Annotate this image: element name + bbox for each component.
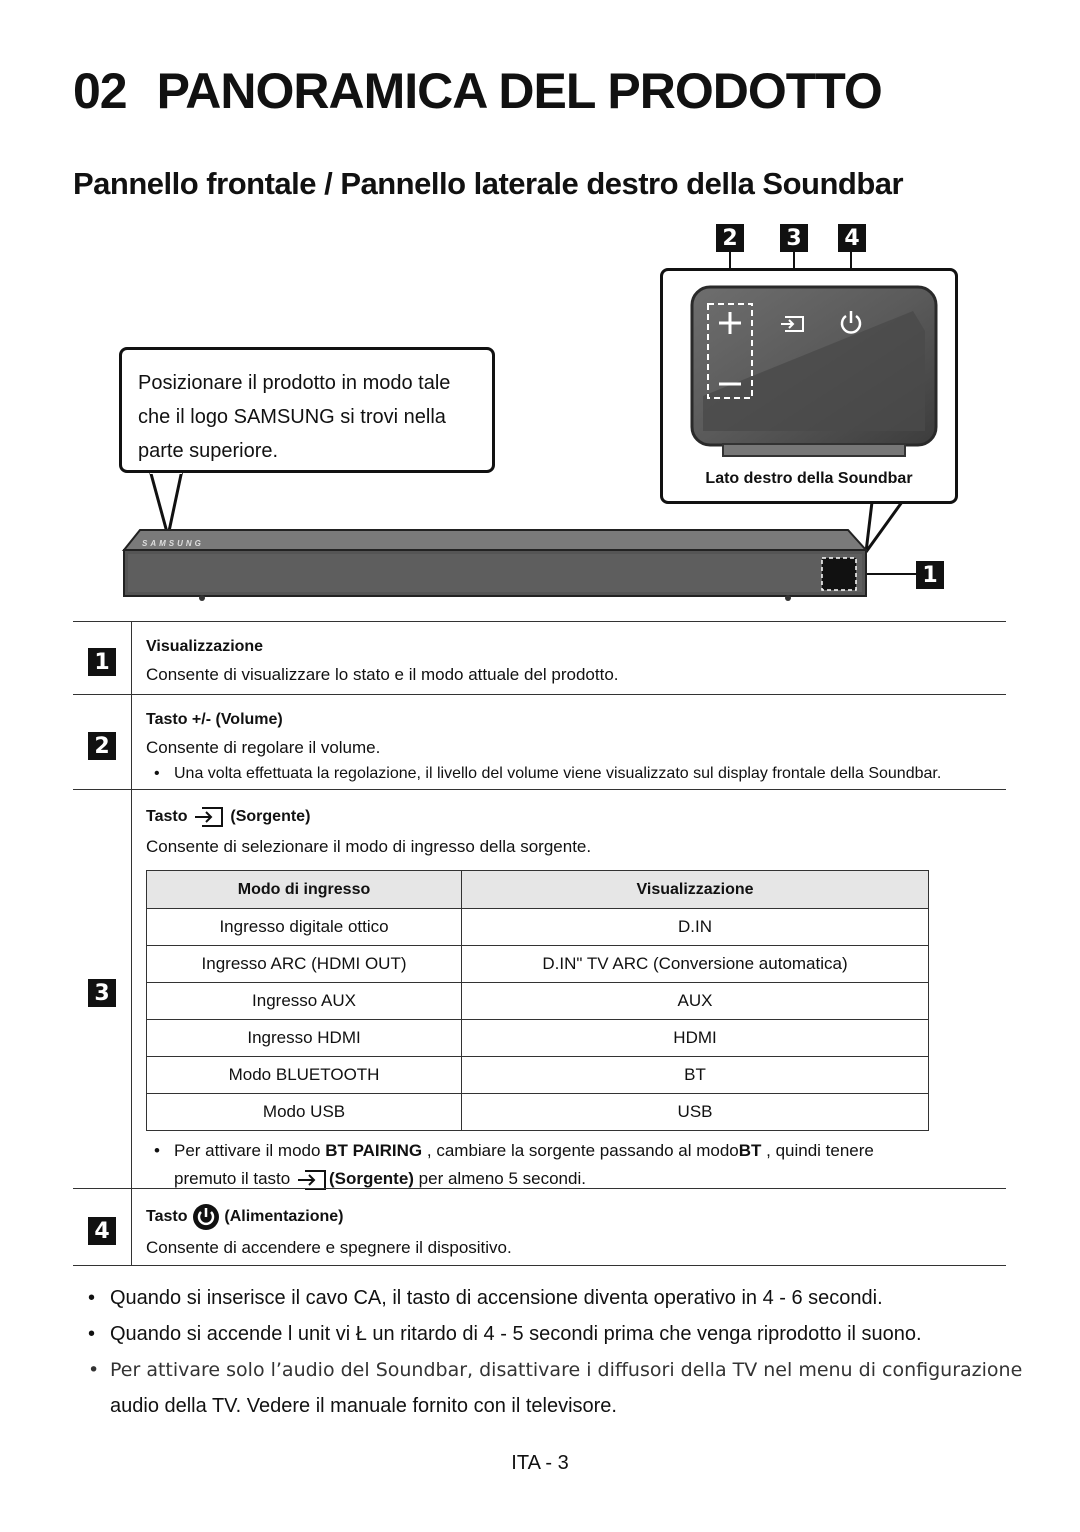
row-description: Consente di regolare il volume. — [146, 738, 381, 757]
feature-table: 1 Visualizzazione Consente di visualizza… — [73, 621, 1006, 1266]
col-header: Modo di ingresso — [145, 870, 463, 909]
marker-1: 1 — [916, 561, 944, 589]
row-description: Consente di selezionare il modo di ingre… — [146, 837, 592, 856]
samsung-logo: SAMSUNG — [142, 539, 204, 548]
side-panel-illustration — [690, 285, 938, 457]
title-prefix: Tasto — [146, 1208, 188, 1226]
placement-callout: Posizionare il prodotto in modo tale che… — [119, 347, 495, 473]
footnote-text: Per attivare solo l’audio del Soundbar, … — [110, 1359, 1023, 1381]
soundbar-illustration — [121, 529, 869, 601]
feature-row-display: 1 Visualizzazione Consente di visualizza… — [73, 621, 1006, 694]
chapter-name: PANORAMICA DEL PRODOTTO — [156, 63, 883, 119]
note-mode: BT PAIRING — [325, 1141, 423, 1160]
footnote-continuation: audio della TV. Vedere il manuale fornit… — [110, 1395, 617, 1417]
row-description: Consente di accendere e spegnere il disp… — [146, 1238, 512, 1257]
row-marker: 2 — [88, 732, 116, 760]
cell: USB — [461, 1093, 929, 1131]
row-title: Tasto (Sorgente) — [146, 804, 1006, 830]
input-mode-table: Modo di ingresso Visualizzazione Ingress… — [145, 870, 929, 1131]
side-panel-label: Lato destro della Soundbar — [705, 470, 913, 487]
note-text: Per attivare il modo — [174, 1141, 326, 1160]
chapter-number: 02 — [73, 63, 128, 119]
cell: AUX — [461, 982, 929, 1020]
cell: Ingresso AUX — [145, 982, 463, 1020]
row-note: Per attivare il modo BT PAIRING , cambia… — [146, 1137, 1006, 1193]
row-note: Una volta effettuata la regolazione, il … — [146, 761, 1006, 787]
footnote: •Quando si accende l unit vi Ł un ritard… — [88, 1323, 922, 1345]
feature-row-power: 4 Tasto (Alimentazione) Consente di acce… — [73, 1188, 1006, 1266]
note-mode: BT — [738, 1141, 762, 1160]
marker-4: 4 — [838, 224, 866, 252]
marker-3: 3 — [780, 224, 808, 252]
col-header: Visualizzazione — [461, 870, 929, 909]
footnote: •Quando si inserisce il cavo CA, il tast… — [88, 1287, 883, 1309]
row-title: Tasto +/- (Volume) — [146, 711, 283, 728]
cell: Modo BLUETOOTH — [145, 1056, 463, 1094]
note-text: , quindi tenere — [761, 1141, 874, 1160]
table-row: Ingresso ARC (HDMI OUT)D.IN" TV ARC (Con… — [145, 945, 929, 983]
title-suffix: (Alimentazione) — [224, 1208, 344, 1226]
note-text: premuto il tasto — [174, 1169, 295, 1188]
cell: Modo USB — [145, 1093, 463, 1131]
source-icon — [194, 807, 223, 827]
marker-2: 2 — [716, 224, 744, 252]
section-title: Pannello frontale / Pannello laterale de… — [73, 166, 904, 201]
cell: Ingresso digitale ottico — [145, 908, 463, 946]
page-number: ITA - 3 — [511, 1452, 569, 1474]
cell: Ingresso ARC (HDMI OUT) — [145, 945, 463, 983]
title-suffix: (Sorgente) — [230, 808, 311, 826]
cell: BT — [461, 1056, 929, 1094]
title-prefix: Tasto — [146, 808, 188, 826]
row-marker: 4 — [88, 1217, 116, 1245]
power-icon — [192, 1204, 219, 1230]
product-diagram: Posizionare il prodotto in modo tale che… — [0, 0, 1080, 610]
row-title: Tasto (Alimentazione) — [146, 1203, 1006, 1231]
note-button: (Sorgente) — [328, 1169, 414, 1188]
footnote-text: Quando si inserisce il cavo CA, il tasto… — [110, 1287, 883, 1309]
note-text: per almeno 5 secondi. — [413, 1169, 586, 1188]
cell: D.IN — [461, 908, 929, 946]
feature-row-source: 3 Tasto (Sorgente) Consente di seleziona… — [73, 789, 1006, 1190]
cell: HDMI — [461, 1019, 929, 1057]
row-marker: 1 — [88, 648, 116, 676]
row-marker: 3 — [88, 979, 116, 1007]
note-text: , cambiare la sorgente passando al modo — [422, 1141, 739, 1160]
footnote-text: Quando si accende l unit vi Ł un ritardo… — [110, 1323, 922, 1345]
row-description: Consente di visualizzare lo stato e il m… — [146, 665, 619, 684]
footnote: •Per attivare solo l’audio del Soundbar,… — [88, 1359, 1023, 1381]
row-title: Visualizzazione — [146, 638, 264, 655]
cell: D.IN" TV ARC (Conversione automatica) — [461, 945, 929, 983]
feature-row-volume: 2 Tasto +/- (Volume) Consente di regolar… — [73, 694, 1006, 789]
side-panel-box — [660, 268, 958, 504]
chapter-title: 02 PANORAMICA DEL PRODOTTO — [73, 62, 883, 120]
cell: Ingresso HDMI — [145, 1019, 463, 1057]
